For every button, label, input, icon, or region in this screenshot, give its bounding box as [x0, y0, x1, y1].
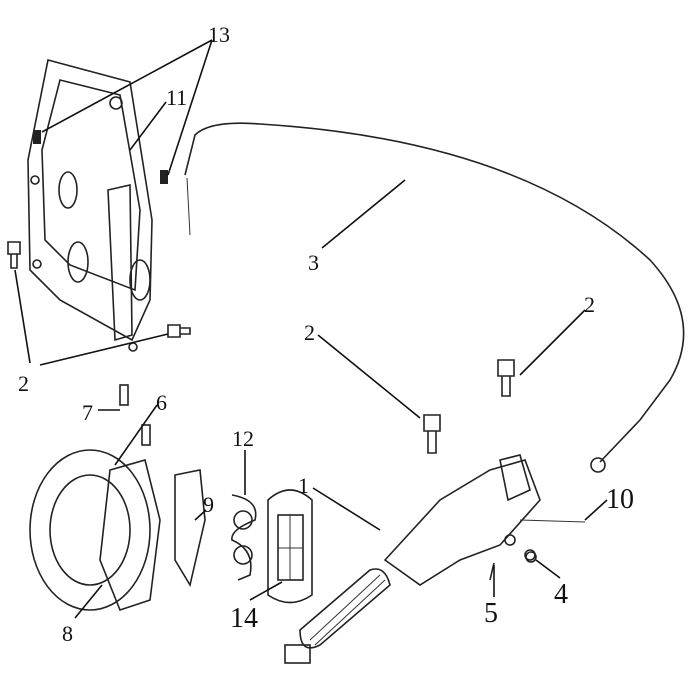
label-7: 7	[82, 400, 93, 425]
label-3: 3	[308, 250, 319, 275]
label-9: 9	[203, 492, 214, 517]
label-8: 8	[62, 621, 73, 646]
label-2a: 2	[18, 371, 29, 396]
washer-4	[525, 551, 537, 563]
label-1: 1	[298, 473, 309, 498]
label-2c: 2	[584, 292, 595, 317]
bolt-2	[7, 241, 515, 454]
label-10: 10	[606, 484, 634, 515]
brake-cable	[184, 122, 685, 473]
label-6: 6	[156, 390, 167, 415]
label-5: 5	[484, 598, 498, 629]
clip-12	[231, 494, 257, 581]
bracket-plate	[27, 59, 153, 352]
handbrake-lever	[284, 454, 586, 664]
label-4: 4	[554, 579, 568, 610]
boot-14	[267, 489, 313, 604]
label-13: 13	[208, 22, 230, 47]
screw-13	[33, 130, 168, 184]
label-14: 14	[230, 603, 258, 634]
brake-assembly	[29, 384, 206, 611]
leader-lines	[14, 39, 608, 619]
label-12: 12	[232, 426, 254, 451]
label-2b: 2	[304, 320, 315, 345]
label-11: 11	[166, 85, 187, 110]
